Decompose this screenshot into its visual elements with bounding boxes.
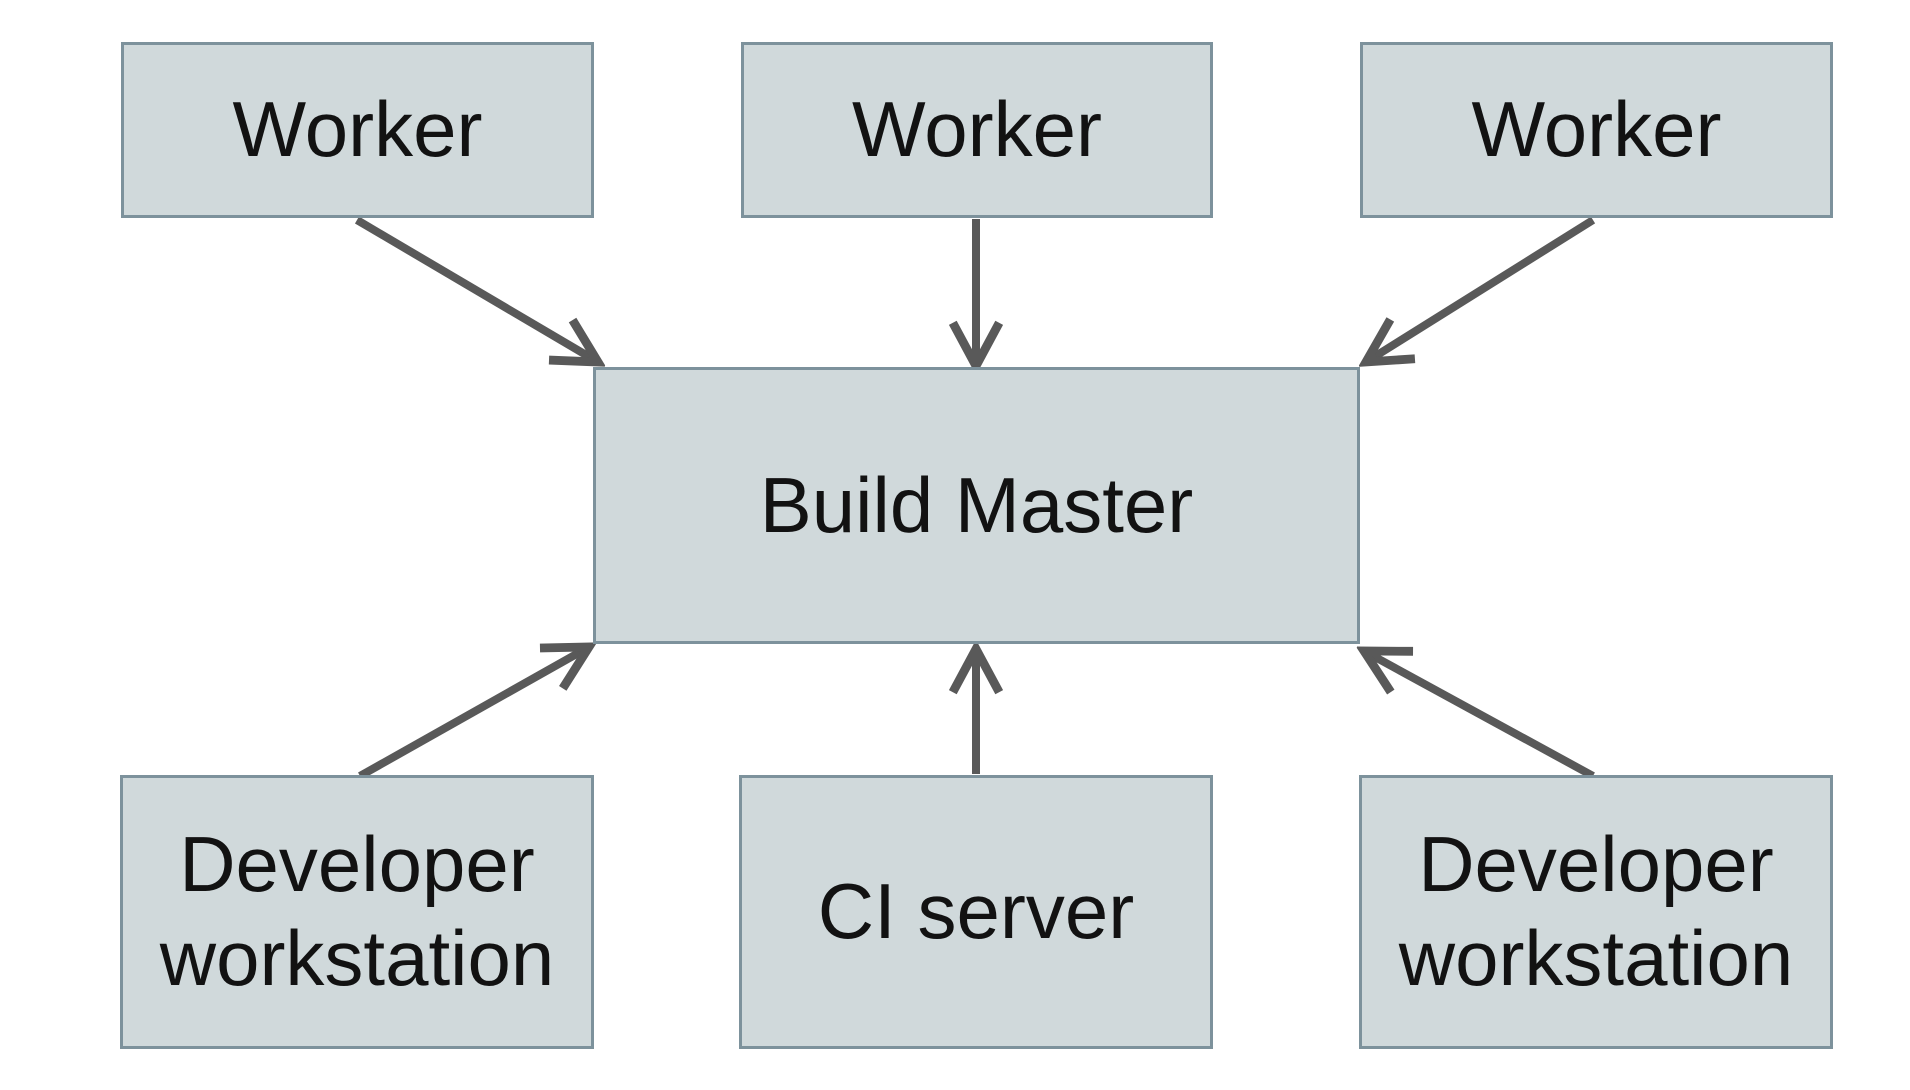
node-worker-3: Worker [1360,42,1833,218]
node-developer-workstation-2-label: Developer workstation [1398,820,1794,1002]
arrow-dev2-to-build-master [1364,651,1595,780]
node-build-master-label: Build Master [759,460,1194,549]
node-worker-1: Worker [121,42,594,218]
arrow-dev1-to-build-master [358,647,589,780]
node-developer-workstation-1-label: Developer workstation [159,820,555,1002]
node-ci-server-label: CI server [817,867,1135,956]
node-worker-3-label: Worker [1471,85,1722,174]
node-worker-2-label: Worker [852,85,1102,174]
node-worker-1-label: Worker [232,85,483,174]
node-build-master: Build Master [593,367,1360,644]
node-developer-workstation-2: Developer workstation [1359,775,1833,1049]
arrow-worker1-to-build-master [354,216,598,362]
arrow-worker3-to-build-master [1366,216,1596,362]
node-ci-server: CI server [739,775,1213,1049]
node-worker-2: Worker [741,42,1213,218]
node-developer-workstation-1: Developer workstation [120,775,594,1049]
